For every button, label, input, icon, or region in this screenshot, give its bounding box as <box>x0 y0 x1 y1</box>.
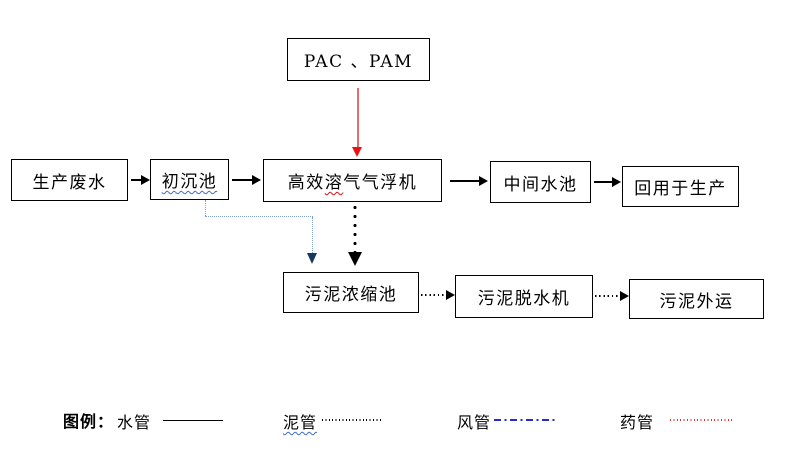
node-daf-machine: 高效溶气气浮机 <box>263 159 442 202</box>
arrow-thickener-to-dewatering <box>421 290 455 300</box>
node-daf-label-post: 气气浮机 <box>343 173 418 193</box>
daf-to-thickener-arrowhead <box>348 252 362 266</box>
daf-to-thickener-dotted-line <box>353 205 357 252</box>
primary-to-thickener-segment-down <box>205 200 206 216</box>
primary-to-thickener-segment-across <box>205 216 313 217</box>
arrow-daf-to-intermediate <box>450 176 488 186</box>
node-production-wastewater-label: 生产废水 <box>32 172 107 193</box>
legend-title: 图例： <box>63 412 115 431</box>
node-pac-pam-label: PAC 、PAM <box>303 52 414 72</box>
arrow-intermediate-to-reuse <box>594 177 621 187</box>
primary-to-thickener-arrowhead <box>307 253 317 264</box>
node-intermediate-tank: 中间水池 <box>490 161 591 203</box>
legend-line-water-pipe <box>163 420 223 421</box>
node-production-wastewater: 生产废水 <box>11 159 128 201</box>
node-daf-label-squiggled: 溶 <box>324 173 344 193</box>
arrow-primary-to-daf <box>232 175 261 185</box>
chemical-feed-arrowhead <box>352 147 362 157</box>
node-primary-sedimentation-label: 初沉池 <box>161 172 218 192</box>
arrow-wastewater-to-primary <box>131 175 150 185</box>
legend-label-water-pipe: 水管 <box>117 413 152 432</box>
legend-label-chemical-pipe: 药管 <box>620 413 655 432</box>
node-daf-label-pre: 高效 <box>287 173 325 193</box>
primary-to-thickener-segment-down2 <box>312 217 313 253</box>
node-reuse-production-label: 回用于生产 <box>634 179 727 199</box>
legend-label-sludge-pipe: 泥管 <box>283 413 318 432</box>
legend-line-chemical-pipe <box>670 419 733 421</box>
node-sludge-transport: 污泥外运 <box>629 279 764 319</box>
node-reuse-production: 回用于生产 <box>622 166 739 207</box>
node-intermediate-tank-label: 中间水池 <box>503 174 578 195</box>
node-pac-pam: PAC 、PAM <box>287 38 430 81</box>
legend-line-sludge-pipe <box>322 419 381 421</box>
node-sludge-thickener: 污泥浓缩池 <box>283 272 419 313</box>
node-sludge-dewatering-label: 污泥脱水机 <box>477 289 571 309</box>
node-sludge-thickener-label: 污泥浓缩池 <box>304 285 398 305</box>
chemical-feed-line <box>357 88 359 148</box>
node-sludge-dewatering: 污泥脱水机 <box>455 275 593 318</box>
node-sludge-transport-label: 污泥外运 <box>659 291 734 312</box>
legend-line-air-pipe <box>494 419 555 421</box>
node-primary-sedimentation-tank: 初沉池 <box>150 159 229 200</box>
arrow-dewatering-to-transport <box>595 291 629 301</box>
legend-label-air-pipe: 风管 <box>457 413 492 432</box>
